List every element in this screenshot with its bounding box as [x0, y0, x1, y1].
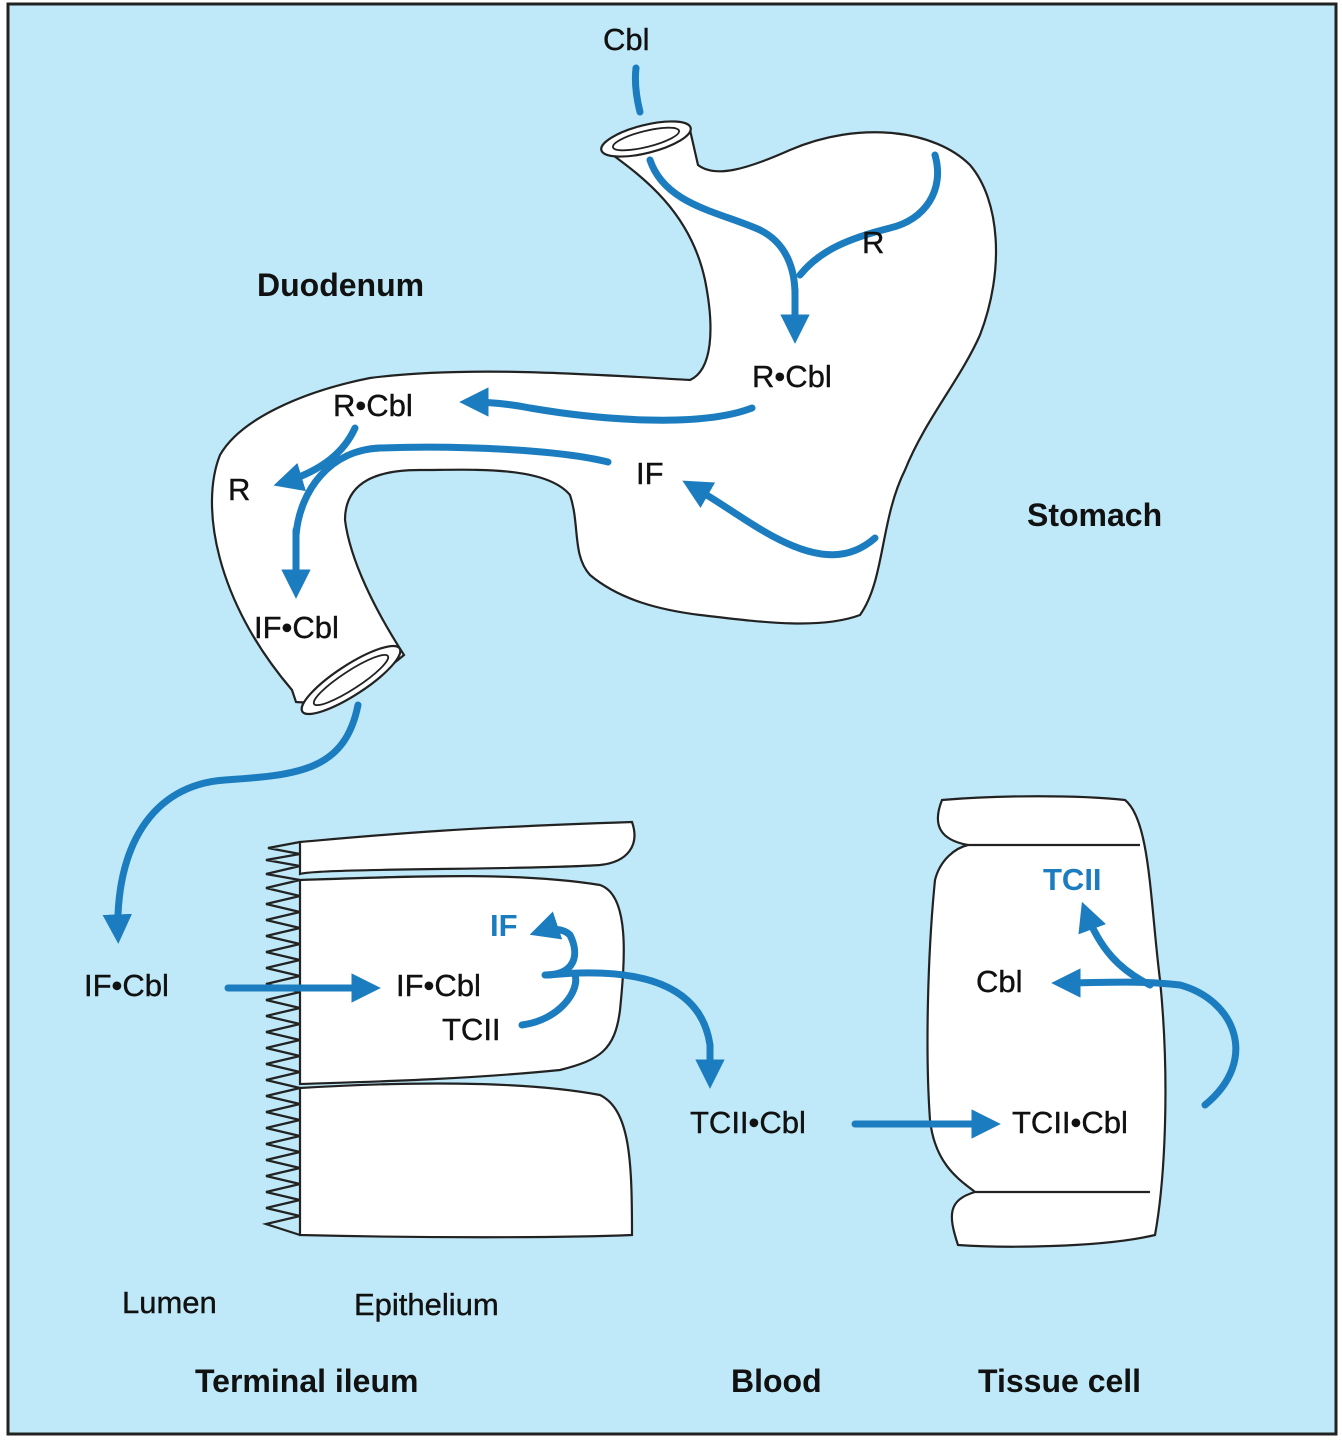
region-tissue-cell: Tissue cell: [978, 1363, 1141, 1399]
region-terminal-ileum: Terminal ileum: [195, 1363, 418, 1399]
epithelium-cell-lower: [300, 1084, 632, 1238]
label-if-cbl-duodenum: IF•Cbl: [254, 610, 339, 645]
region-blood: Blood: [731, 1363, 822, 1399]
label-cbl-tissue: Cbl: [976, 964, 1023, 999]
label-tcii-tissue: TCII: [1043, 862, 1102, 897]
region-duodenum: Duodenum: [257, 267, 424, 303]
label-r-stomach: R: [862, 225, 884, 260]
region-lumen: Lumen: [122, 1285, 217, 1320]
label-r-cbl-stomach: R•Cbl: [752, 359, 832, 394]
label-tcii-cbl-blood: TCII•Cbl: [690, 1105, 806, 1140]
label-if-cbl-lumen: IF•Cbl: [84, 968, 169, 1003]
region-stomach: Stomach: [1027, 497, 1162, 533]
label-r-duodenum: R: [228, 472, 250, 507]
label-if-cbl-epithelium: IF•Cbl: [396, 968, 481, 1003]
label-if-epithelium: IF: [490, 908, 518, 943]
label-cbl-top: Cbl: [603, 22, 650, 57]
label-tcii-cbl-tissue: TCII•Cbl: [1012, 1105, 1128, 1140]
label-r-cbl-duodenum: R•Cbl: [333, 388, 413, 423]
label-if-stomach: IF: [636, 456, 664, 491]
label-tcii-epithelium: TCII: [442, 1012, 501, 1047]
region-epithelium: Epithelium: [354, 1287, 499, 1322]
